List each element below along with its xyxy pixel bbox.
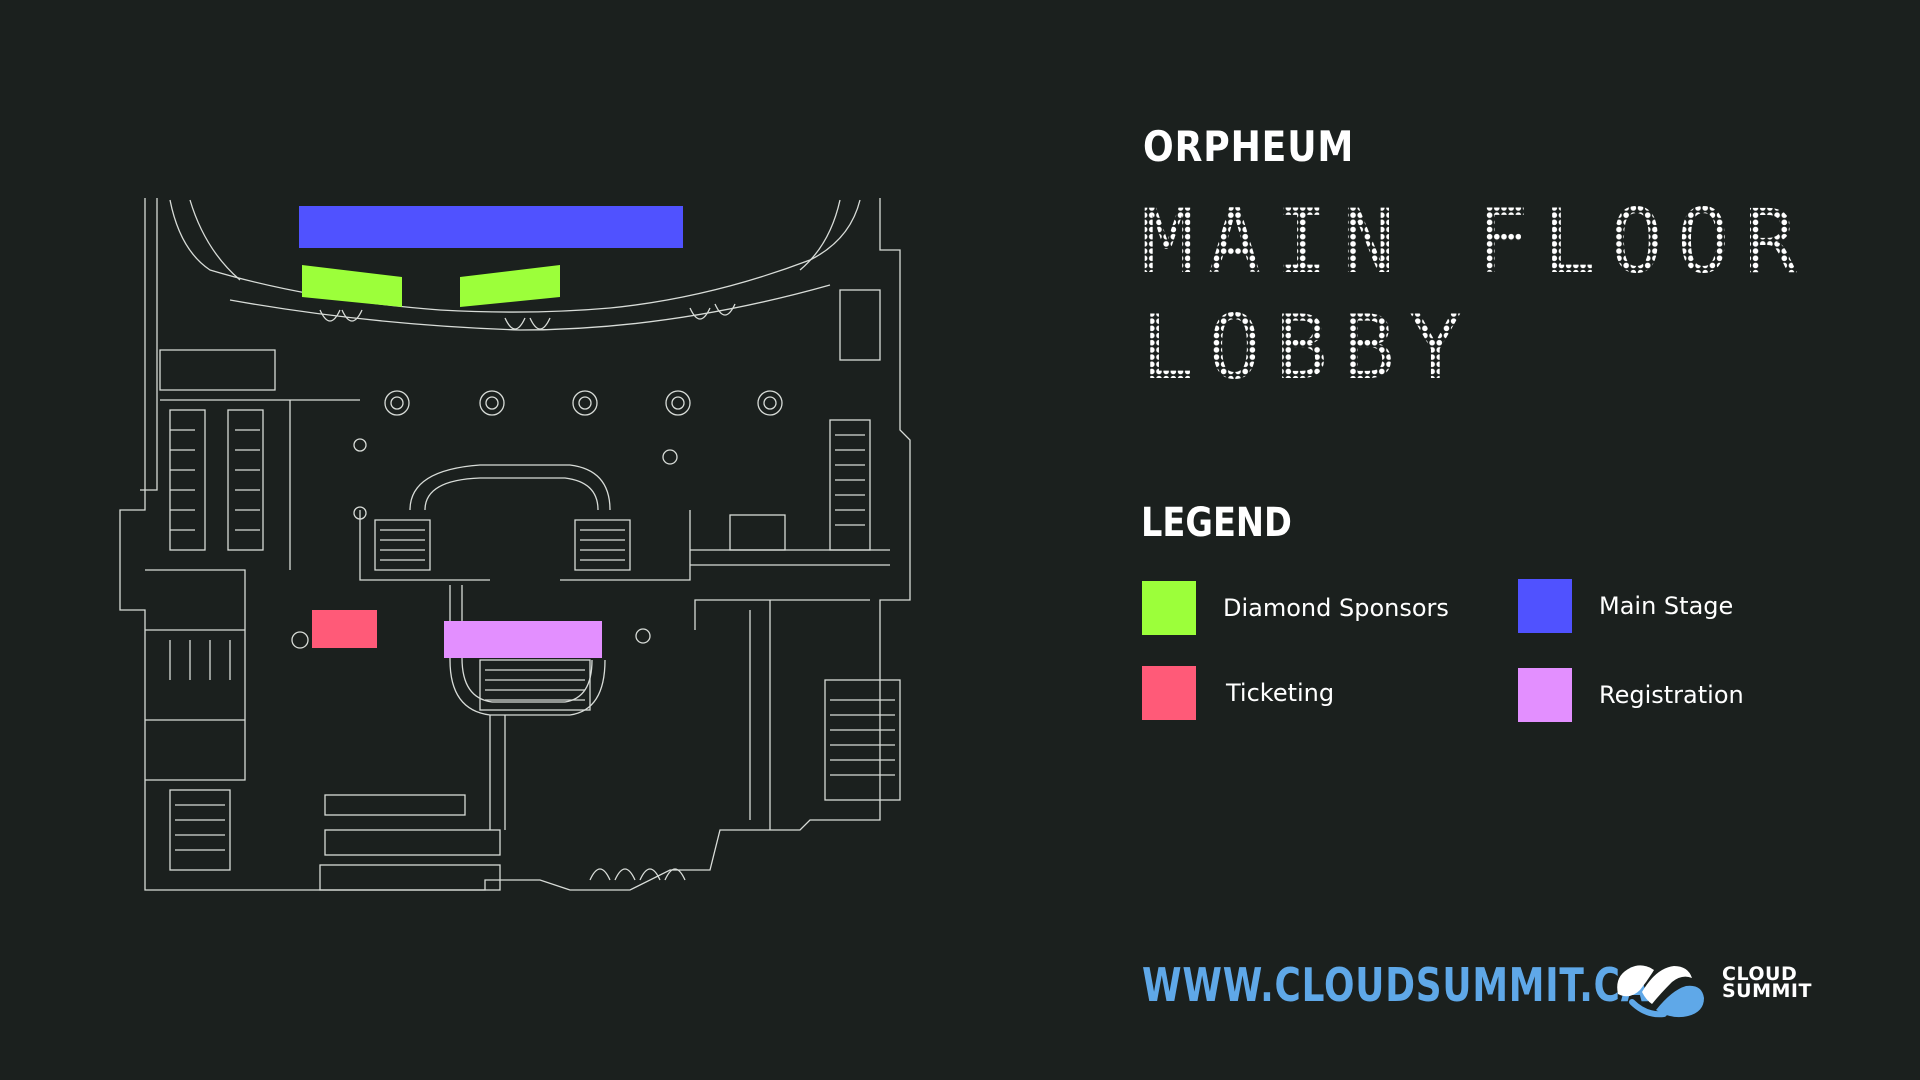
legend-item-ticketing: Ticketing: [1142, 666, 1334, 720]
registration-zone: [444, 621, 602, 658]
legend-label: Diamond Sponsors: [1223, 594, 1449, 622]
venue-name: ORPHEUM: [1143, 122, 1355, 171]
map-title-line-2-text: LOBBY: [1141, 296, 1476, 399]
logo-text-line-2: SUMMIT: [1722, 980, 1812, 1002]
ticketing-zone: [312, 610, 377, 648]
legend-swatch-main-stage: [1518, 579, 1572, 633]
map-title-line-1-text: MAIN FLOOR: [1141, 190, 1811, 293]
logo-text-line-1: CLOUD: [1722, 963, 1798, 985]
floor-plan-map: [119, 198, 911, 891]
logo-text: CLOUD SUMMIT: [1722, 963, 1812, 1002]
map-title-line-2: LOBBY: [1141, 304, 1476, 392]
legend-swatch-registration: [1518, 668, 1572, 722]
legend-item-diamond-sponsors: Diamond Sponsors: [1142, 581, 1449, 635]
legend-item-main-stage: Main Stage: [1518, 579, 1733, 633]
cloud-summit-logo-icon: [1617, 965, 1704, 1018]
diamond-sponsor-zone-right: [460, 265, 560, 307]
legend-swatch-ticketing: [1142, 666, 1196, 720]
legend-label: Main Stage: [1599, 592, 1734, 620]
legend-item-registration: Registration: [1518, 668, 1744, 722]
legend-title: LEGEND: [1141, 500, 1292, 546]
cloud-summit-logo: CLOUD SUMMIT: [1612, 950, 1842, 1020]
legend-label: Registration: [1599, 681, 1744, 709]
legend-swatch-diamond-sponsors: [1142, 581, 1196, 635]
diamond-sponsor-zone-left: [302, 265, 402, 307]
map-title-line-1: MAIN FLOOR: [1141, 198, 1811, 286]
website-link[interactable]: WWW.CLOUDSUMMIT.CA: [1142, 958, 1650, 1012]
legend-label: Ticketing: [1226, 679, 1335, 707]
main-stage-zone: [299, 206, 683, 248]
floor-plan-walls: [119, 198, 911, 891]
